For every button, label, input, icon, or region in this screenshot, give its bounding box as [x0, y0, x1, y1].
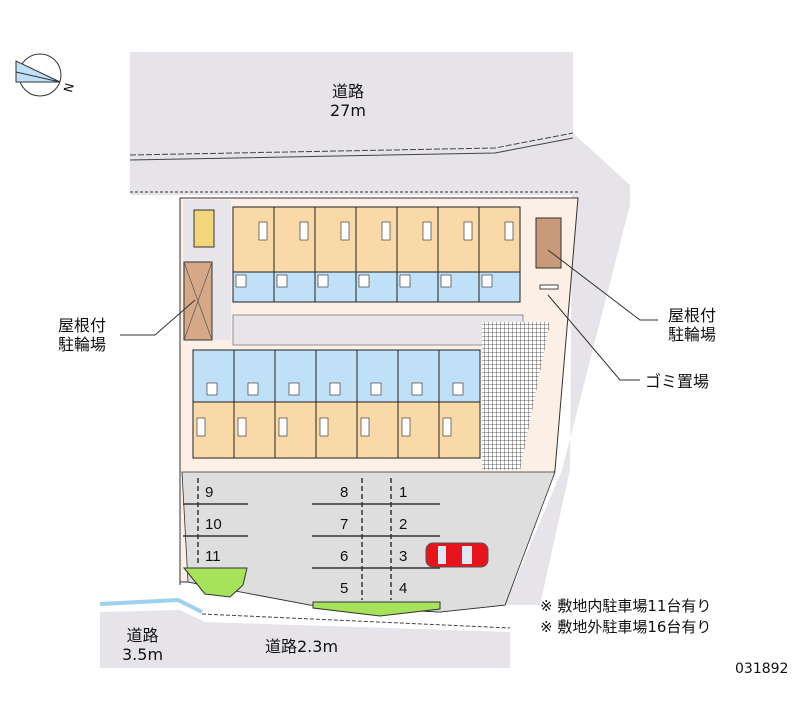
unit-top: [478, 206, 521, 303]
waterway: [99, 597, 203, 614]
car-icon: [425, 542, 489, 568]
callout-right-bike: 屋根付 駐輪場: [668, 306, 716, 344]
map-code: 031892: [735, 661, 789, 677]
parking-space-number: 8: [340, 484, 348, 501]
unit-top: [232, 206, 275, 303]
planting-left: [182, 567, 248, 598]
parking-space-number: 5: [340, 580, 348, 597]
parking-space-number: 4: [399, 580, 407, 597]
unit-top: [355, 206, 398, 303]
unit-bottom: [315, 349, 358, 459]
unit-top: [396, 206, 439, 303]
note-onsite-parking: ※ 敷地内駐車場11台有り: [540, 597, 712, 615]
road-top-label: 道路 27m: [330, 82, 366, 120]
callout-text: 屋根付: [668, 306, 717, 325]
unit-bottom: [397, 349, 440, 459]
stair-area: [482, 322, 550, 470]
planting-bottom: [312, 601, 441, 617]
unit-top: [314, 206, 357, 303]
garbage-area: [539, 284, 559, 290]
parking-space-number: 1: [399, 484, 407, 501]
unit-bottom: [274, 349, 317, 459]
road-top: [130, 52, 630, 195]
road-width: 3.5m: [122, 645, 164, 664]
callout-line-left-bike: [120, 299, 196, 336]
callout-garbage: ゴミ置場: [645, 372, 710, 391]
walkway-mid: [232, 314, 524, 346]
parking-area: [181, 471, 556, 613]
parking-lines: 9 10 11 8 7 6 5 1 2 3 4: [183, 478, 440, 600]
unit-bottom: [233, 349, 276, 459]
road-name: 道路: [126, 626, 159, 645]
note-offsite-parking: ※ 敷地外駐車場16台有り: [540, 618, 712, 636]
parking-space-number: 3: [399, 548, 407, 565]
svg-text:N: N: [61, 82, 77, 94]
bike-shed-right: [535, 217, 562, 269]
unit-top: [437, 206, 480, 303]
apartment-units: [192, 206, 521, 459]
parking-space-number: 7: [340, 516, 348, 533]
unit-bottom: [192, 349, 235, 459]
road-right: [505, 195, 630, 605]
parking-space-number: 6: [340, 548, 348, 565]
road-bottom-label: 道路2.3m: [265, 637, 339, 656]
parking-space-number: 10: [205, 516, 222, 533]
callout-text: 駐輪場: [668, 325, 717, 344]
road-name: 道路: [331, 82, 364, 101]
unit-top: [273, 206, 316, 303]
unit-bottom: [356, 349, 399, 459]
callout-left-bike: 屋根付 駐輪場: [58, 316, 106, 354]
north-arrow-icon: N: [15, 53, 77, 97]
callout-text: 駐輪場: [58, 335, 107, 354]
parking-space-number: 11: [205, 548, 221, 565]
road-edge-line: [129, 132, 574, 156]
outdoor-unit: [193, 209, 215, 248]
parking-space-number: 9: [205, 484, 213, 501]
road-edge-line: [129, 137, 574, 161]
unit-bottom: [438, 349, 481, 459]
parking-space-number: 2: [399, 516, 407, 533]
callout-line-garbage: [547, 294, 640, 381]
callout-line-right-bike: [547, 249, 658, 321]
road-width: 27m: [330, 101, 366, 120]
callout-text: 屋根付: [58, 316, 107, 335]
road-left-label: 道路 3.5m: [122, 626, 163, 664]
road-bottom: [100, 610, 510, 668]
